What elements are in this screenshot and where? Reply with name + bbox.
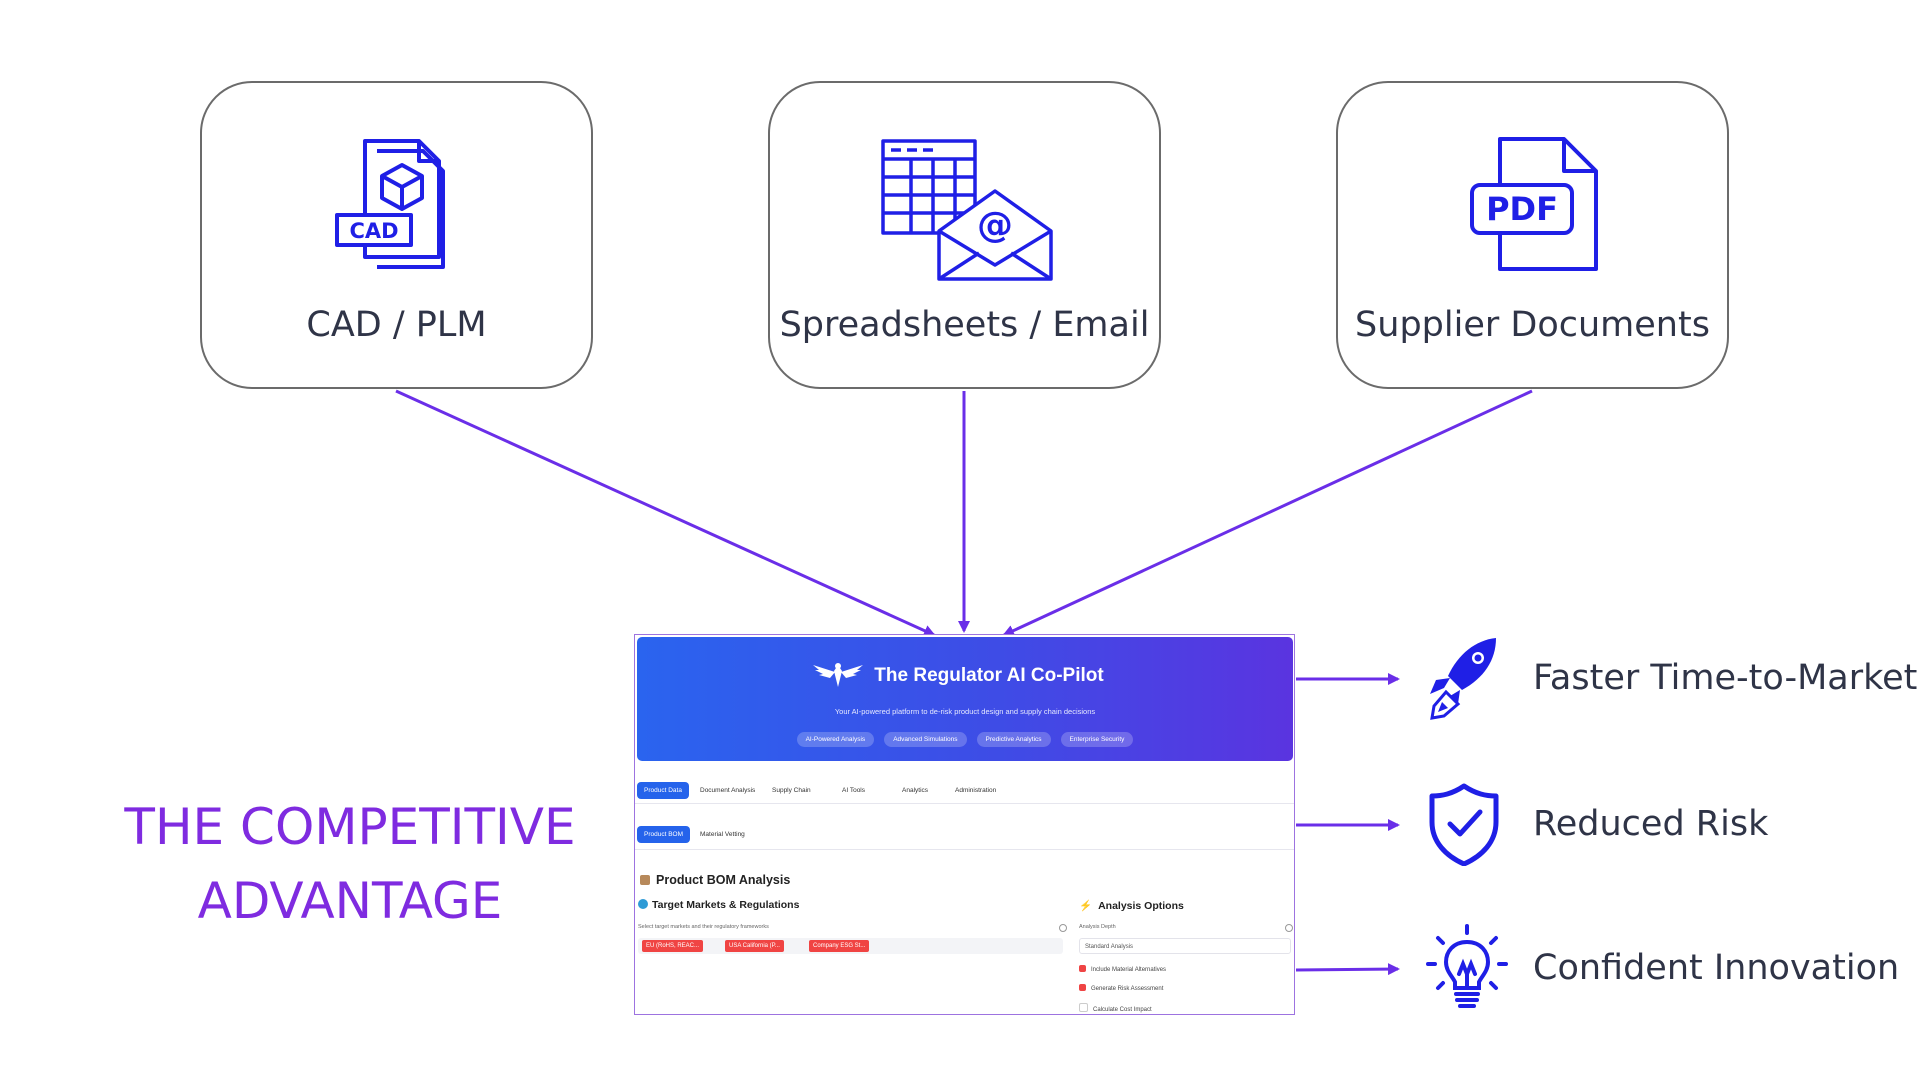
eagle-logo-icon [813, 663, 863, 687]
pill-security[interactable]: Enterprise Security [1060, 732, 1134, 747]
benefit-faster-time-to-market: Faster Time-to-Market [1533, 658, 1918, 698]
targets-title: Target Markets & Regulations [638, 899, 799, 911]
pill-ai-analysis[interactable]: AI-Powered Analysis [796, 732, 875, 747]
sub-tabs: Product BOM Material Vetting [635, 821, 1294, 850]
tab-supply-chain[interactable]: Supply Chain [772, 787, 811, 794]
spreadsheet-email-icon: @ [875, 131, 1055, 286]
app-title: The Regulator AI Co-Pilot [874, 665, 1104, 686]
benefit-reduced-risk: Reduced Risk [1533, 804, 1769, 844]
competitive-advantage-title: THE COMPETITIVE ADVANTAGE [100, 790, 600, 938]
pill-simulations[interactable]: Advanced Simulations [884, 732, 967, 747]
app-hero-banner: The Regulator AI Co-Pilot Your AI-powere… [637, 637, 1293, 761]
cad-icon-text: CAD [349, 219, 398, 243]
target-markets-multiselect[interactable]: EU (RoHS, REAC... USA California (P... C… [638, 938, 1063, 954]
globe-icon [638, 899, 648, 909]
arrow-app-to-innovation [1295, 963, 1400, 976]
tab-product-data[interactable]: Product Data [637, 782, 689, 799]
tab-document-analysis[interactable]: Document Analysis [700, 787, 756, 794]
section-title: Product BOM Analysis [640, 873, 790, 887]
source-card-supplier-documents: PDF Supplier Documents [1336, 81, 1729, 389]
title-line-2: ADVANTAGE [197, 872, 503, 930]
benefit-confident-innovation: Confident Innovation [1533, 948, 1900, 988]
tab-analytics[interactable]: Analytics [902, 787, 929, 794]
pill-predictive[interactable]: Predictive Analytics [976, 732, 1051, 747]
lightning-icon: ⚡ [1079, 900, 1093, 912]
main-tabs: Product Data Document Analysis Supply Ch… [635, 777, 1294, 804]
app-screenshot: The Regulator AI Co-Pilot Your AI-powere… [634, 634, 1295, 1015]
rocket-icon [1428, 636, 1500, 729]
unchecked-icon[interactable] [1079, 1003, 1088, 1012]
pdf-document-icon: PDF [1458, 131, 1608, 282]
chip-company-esg[interactable]: Company ESG St... [809, 940, 870, 952]
checked-icon[interactable] [1079, 965, 1086, 972]
subtab-material-vetting[interactable]: Material Vetting [700, 831, 745, 838]
title-line-1: THE COMPETITIVE [124, 798, 576, 856]
svg-text:@: @ [977, 205, 1013, 246]
chip-usa-california[interactable]: USA California (P... [725, 940, 784, 952]
pdf-icon-text: PDF [1486, 190, 1558, 228]
checkbox-material-alternatives[interactable]: Include Material Alternatives [1079, 965, 1166, 973]
lightbulb-icon [1426, 924, 1508, 1021]
tab-ai-tools[interactable]: AI Tools [842, 787, 866, 794]
help-icon[interactable] [1059, 924, 1067, 932]
source-card-spreadsheets-email: @ Spreadsheets / Email [768, 81, 1161, 389]
feature-pills: AI-Powered Analysis Advanced Simulations… [637, 732, 1293, 747]
options-title: ⚡Analysis Options [1079, 900, 1184, 912]
checked-icon[interactable] [1079, 984, 1086, 991]
source-label-spreadsheets: Spreadsheets / Email [779, 305, 1150, 345]
arrow-cad-to-app [395, 389, 936, 637]
subtab-product-bom[interactable]: Product BOM [637, 826, 691, 843]
targets-hint: Select target markets and their regulato… [638, 924, 769, 930]
source-label-supplier: Supplier Documents [1355, 305, 1710, 345]
cad-file-icon: CAD [327, 131, 467, 282]
analysis-depth-select[interactable]: Standard Analysis [1079, 938, 1291, 954]
checkbox-cost-impact[interactable]: Calculate Cost Impact [1079, 1003, 1152, 1013]
help-icon[interactable] [1285, 924, 1293, 932]
app-subtitle: Your AI-powered platform to de-risk prod… [834, 707, 1096, 716]
arrow-supplier-to-app [1002, 389, 1533, 637]
source-label-cad: CAD / PLM [306, 305, 487, 345]
source-card-cad-plm: CAD CAD / PLM [200, 81, 593, 389]
shield-check-icon [1428, 782, 1500, 871]
box-icon [640, 875, 650, 885]
chip-eu[interactable]: EU (RoHS, REAC... [642, 940, 704, 952]
depth-label: Analysis Depth [1079, 924, 1116, 930]
checkbox-risk-assessment[interactable]: Generate Risk Assessment [1079, 984, 1163, 992]
tab-administration[interactable]: Administration [955, 787, 997, 794]
